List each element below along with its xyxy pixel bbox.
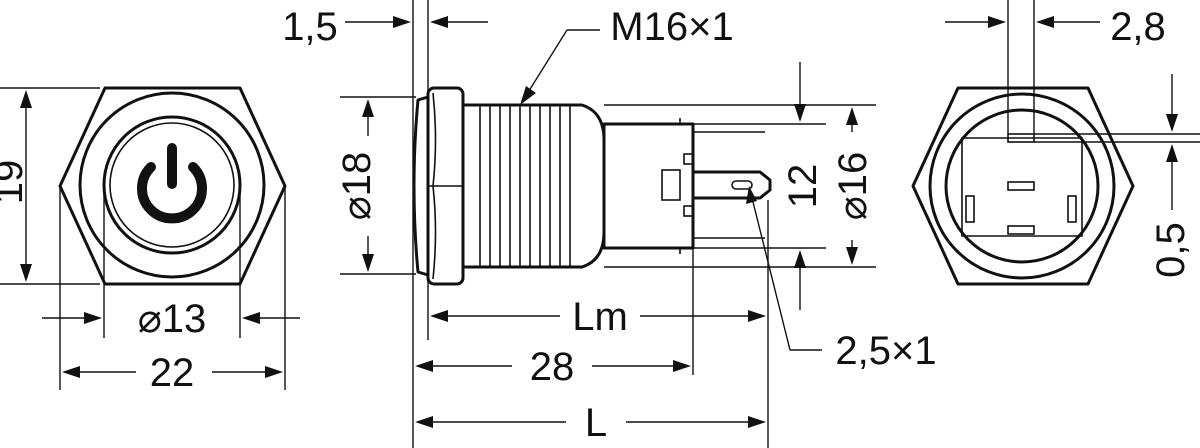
rear-view: 2,8 0,5 (911, 0, 1200, 286)
dim-side-mounting-length (430, 200, 769, 448)
label-side-body-size: 12 (781, 164, 825, 209)
dim-rear-pin-width (945, 0, 1100, 134)
dim-side-thread-diameter (604, 104, 876, 268)
rear-pins (965, 133, 1077, 235)
rear-housing-outline (961, 137, 1083, 237)
dim-side-body-size (693, 62, 826, 310)
label-front-inner-diameter: ⌀13 (138, 297, 207, 341)
dim-side-total-length (412, 340, 766, 448)
side-thread-lines (479, 106, 571, 266)
power-icon (137, 143, 207, 224)
rear-body-outer (928, 92, 1116, 280)
dim-side-body-length (415, 248, 694, 375)
rear-body-inner (944, 108, 1100, 264)
leader-side-thread (520, 29, 600, 105)
side-rear-housing (602, 122, 695, 250)
rear-hex-outline (911, 86, 1135, 286)
dim-side-flange-thickness (345, 0, 488, 340)
side-view: 1,5 M16×1 ⌀18 12 (282, 0, 937, 448)
label-front-width: 22 (150, 351, 195, 395)
dim-side-flange-diameter (340, 96, 416, 275)
side-threaded-body (461, 103, 606, 269)
front-button-ring (109, 122, 235, 248)
dim-rear-pin-thickness (1034, 74, 1200, 210)
label-side-flange-thickness: 1,5 (282, 5, 338, 49)
label-side-total-length: L (585, 401, 607, 445)
dim-front-inner-diameter (42, 186, 300, 338)
label-side-mounting-length: Lm (572, 295, 628, 339)
side-flange (412, 95, 430, 277)
label-front-height: 19 (0, 160, 31, 205)
label-side-body-length: 28 (530, 345, 575, 389)
leader-side-terminal (746, 186, 822, 351)
label-side-terminal-size: 2,5×1 (835, 329, 936, 373)
dim-front-width (59, 186, 286, 390)
dim-front-height (0, 87, 100, 285)
label-rear-pin-thickness: 0,5 (1149, 222, 1193, 278)
front-bezel-inner (102, 115, 242, 255)
front-bezel-outer (78, 91, 266, 279)
label-rear-pin-width: 2,8 (1110, 5, 1166, 49)
label-side-thread-diameter: ⌀16 (831, 152, 875, 221)
label-side-flange-diameter: ⌀18 (335, 152, 379, 221)
label-side-thread: M16×1 (610, 5, 733, 49)
front-view: 19 ⌀13 22 (0, 86, 300, 395)
